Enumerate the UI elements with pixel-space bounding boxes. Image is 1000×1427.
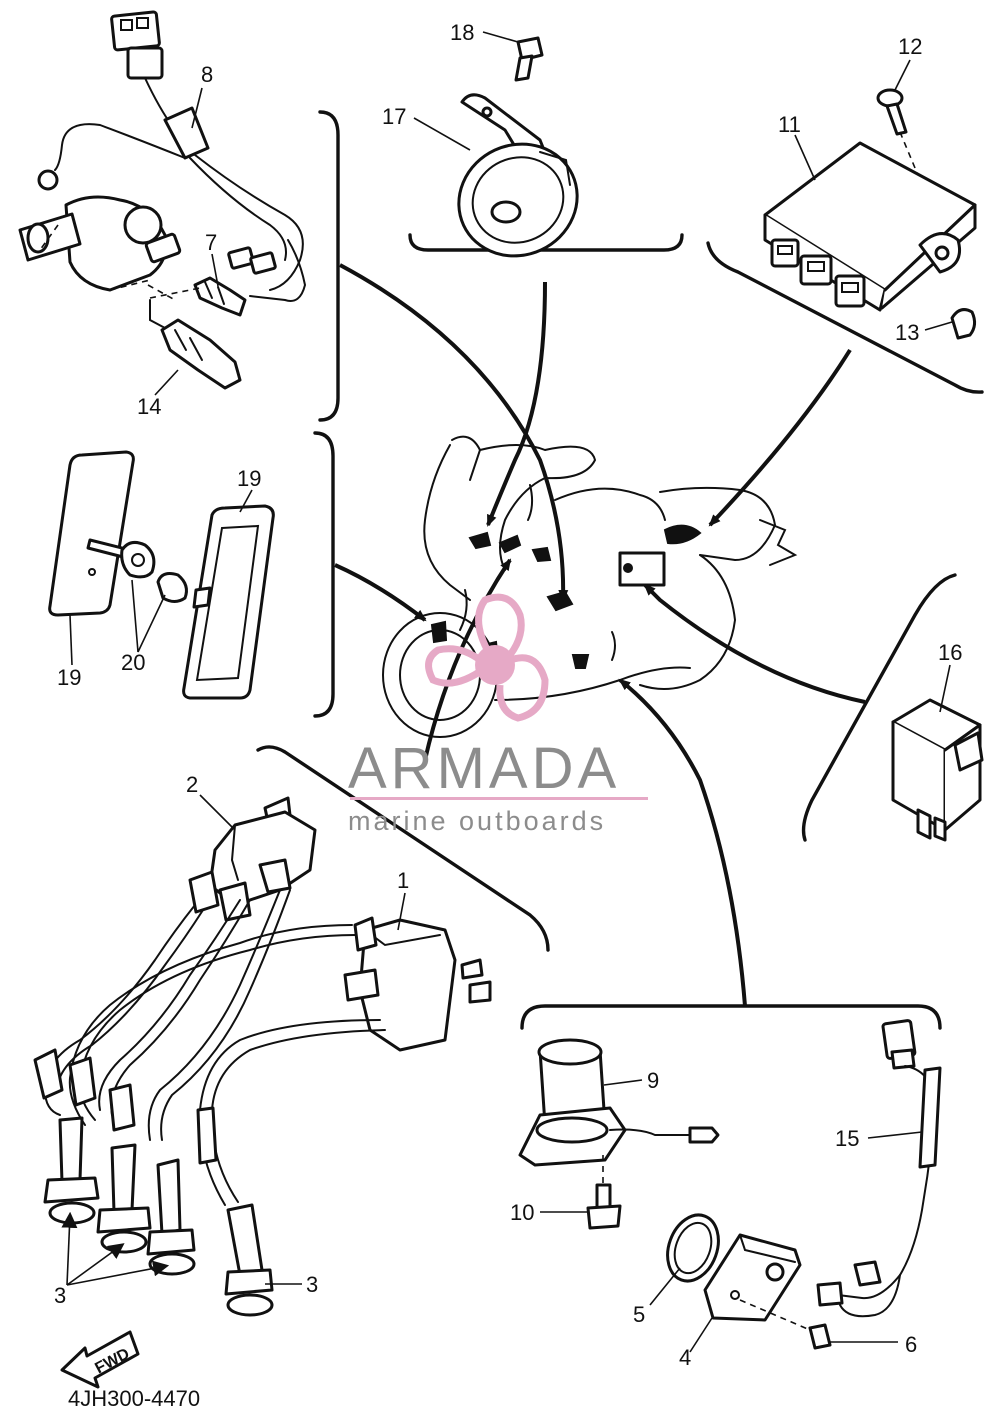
callout-2: 2 [186, 772, 198, 797]
callout-1: 1 [397, 868, 409, 893]
callout-3-left: 3 [54, 1283, 66, 1308]
callout-14: 14 [137, 394, 161, 419]
ignition-group [33, 796, 492, 1317]
group-brackets [256, 110, 984, 1030]
callout-13: 13 [895, 320, 919, 345]
callout-10: 10 [510, 1200, 534, 1225]
callout-6: 6 [905, 1332, 917, 1357]
location-arrows [334, 263, 866, 1007]
callout-5: 5 [633, 1302, 645, 1327]
callout-12: 12 [898, 34, 922, 59]
callout-9: 9 [647, 1068, 659, 1093]
callout-16: 16 [938, 640, 962, 665]
callout-4: 4 [679, 1345, 691, 1370]
fwd-arrow: FWD [60, 1330, 140, 1389]
callout-20: 20 [121, 650, 145, 675]
horn-group [457, 36, 579, 258]
leader-lines [61, 31, 953, 1353]
logo-watermark: ARMADA marine outboards [348, 593, 648, 836]
sensor-harness-group [18, 10, 307, 390]
callout-numbers: 1 2 3 3 4 5 6 7 8 9 10 11 12 13 14 15 16… [54, 20, 962, 1370]
callout-18: 18 [450, 20, 474, 45]
callout-15: 15 [835, 1126, 859, 1151]
callout-17: 17 [382, 104, 406, 129]
relay-group [891, 698, 984, 842]
logo-underline [350, 797, 648, 800]
callout-19-right: 19 [237, 466, 261, 491]
callout-19-left: 19 [57, 665, 81, 690]
callout-11: 11 [778, 112, 801, 137]
callout-3-right: 3 [306, 1272, 318, 1297]
callout-8: 8 [201, 62, 213, 87]
motorcycle-outline [382, 435, 798, 738]
reflector-group [48, 450, 275, 700]
callout-7: 7 [205, 230, 217, 255]
starter-group [518, 1019, 942, 1350]
diagram-code: 4JH300-4470 [68, 1386, 200, 1411]
logo-tagline: marine outboards [348, 806, 606, 836]
propeller-icon [425, 593, 549, 722]
control-unit-group [763, 88, 977, 340]
logo-name: ARMADA [348, 736, 620, 801]
